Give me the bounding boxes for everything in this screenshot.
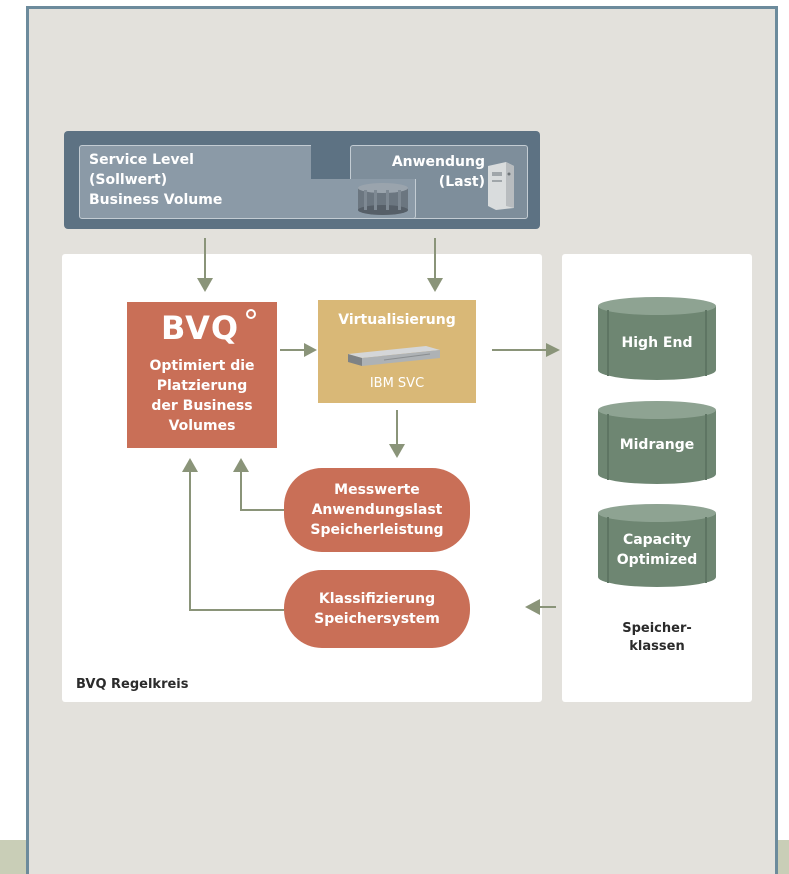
server-icon bbox=[488, 162, 514, 210]
svc-appliance-icon bbox=[348, 346, 440, 366]
measurements-pill: Messwerte Anwendungslast Speicherleistun… bbox=[284, 468, 470, 552]
bvq-logo-ring-icon bbox=[246, 309, 256, 319]
volume-disk-icon bbox=[358, 183, 408, 215]
storage-class-midrange-label: Midrange bbox=[619, 437, 695, 453]
classification-pill: Klassifizierung Speichersystem bbox=[284, 570, 470, 648]
bvq-logo: BVQ bbox=[161, 309, 240, 347]
virtualization-box: Virtualisierung IBM SVC bbox=[318, 300, 476, 403]
bvq-description: Optimiert die Platzierung der Business V… bbox=[149, 358, 255, 434]
application-label: Anwendung (Last) bbox=[391, 154, 485, 190]
control-loop-label: BVQ Regelkreis bbox=[76, 677, 189, 692]
service-level-label: Service Level (Sollwert) Business Volume bbox=[89, 152, 223, 208]
storage-cylinder-capacity bbox=[598, 504, 716, 587]
virtualization-title: Virtualisierung bbox=[338, 312, 456, 328]
arrow-measurements-to-bvq bbox=[240, 470, 284, 511]
storage-cylinder-midrange bbox=[598, 401, 716, 484]
virtualization-device: IBM SVC bbox=[369, 376, 425, 391]
storage-class-capacity-label: Capacity Optimized bbox=[616, 532, 698, 568]
arrow-classification-to-bvq bbox=[189, 470, 284, 611]
storage-cylinder-high-end bbox=[598, 297, 716, 380]
storage-class-high-end-label: High End bbox=[621, 335, 693, 351]
storage-classes-label: Speicher- klassen bbox=[622, 621, 692, 654]
bvq-box: BVQ Optimiert die Platzierung der Busine… bbox=[127, 302, 277, 448]
